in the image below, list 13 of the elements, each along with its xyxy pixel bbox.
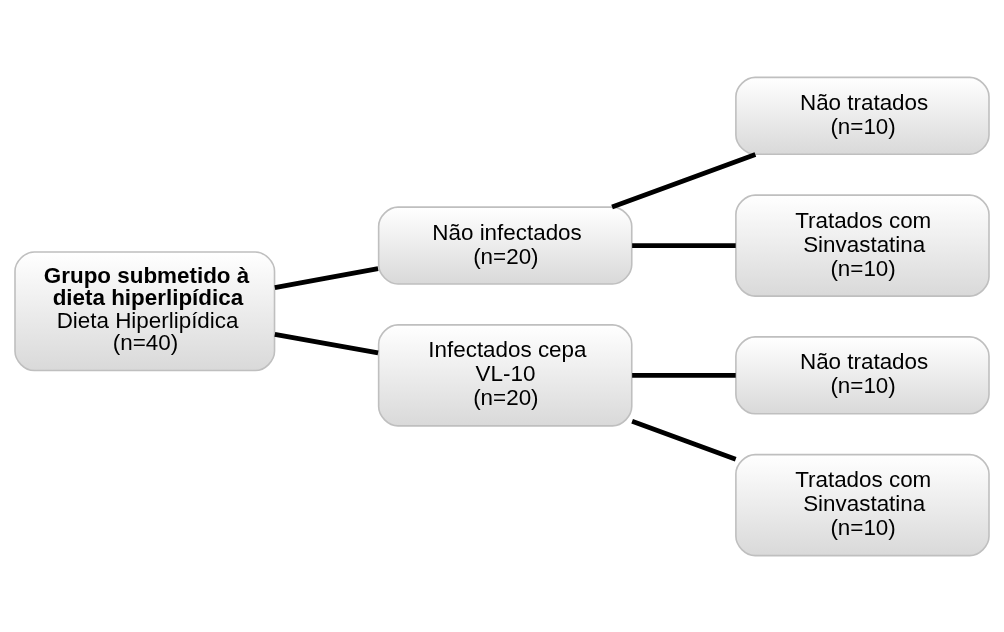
connector [632,372,736,378]
connector [274,265,379,290]
node-box: Infectados cepa VL-10 (n=20) [377,323,633,427]
node-box: Não infectados (n=20) [377,205,633,285]
node-box: Tratados com Sinvastatina (n=10) [735,453,990,556]
node-box: Não tratados (n=10) [735,335,990,415]
node-box: Tratados com Sinvastatina (n=10) [735,193,990,297]
connector [274,331,379,355]
node-box: Grupo submetido à dieta hiperlipídica Dieta Hiperlipídica (n=40) [14,250,276,371]
node-box: Não tratados (n=10) [735,76,990,155]
connector [632,242,736,248]
connector [611,151,757,209]
connector [631,418,737,462]
